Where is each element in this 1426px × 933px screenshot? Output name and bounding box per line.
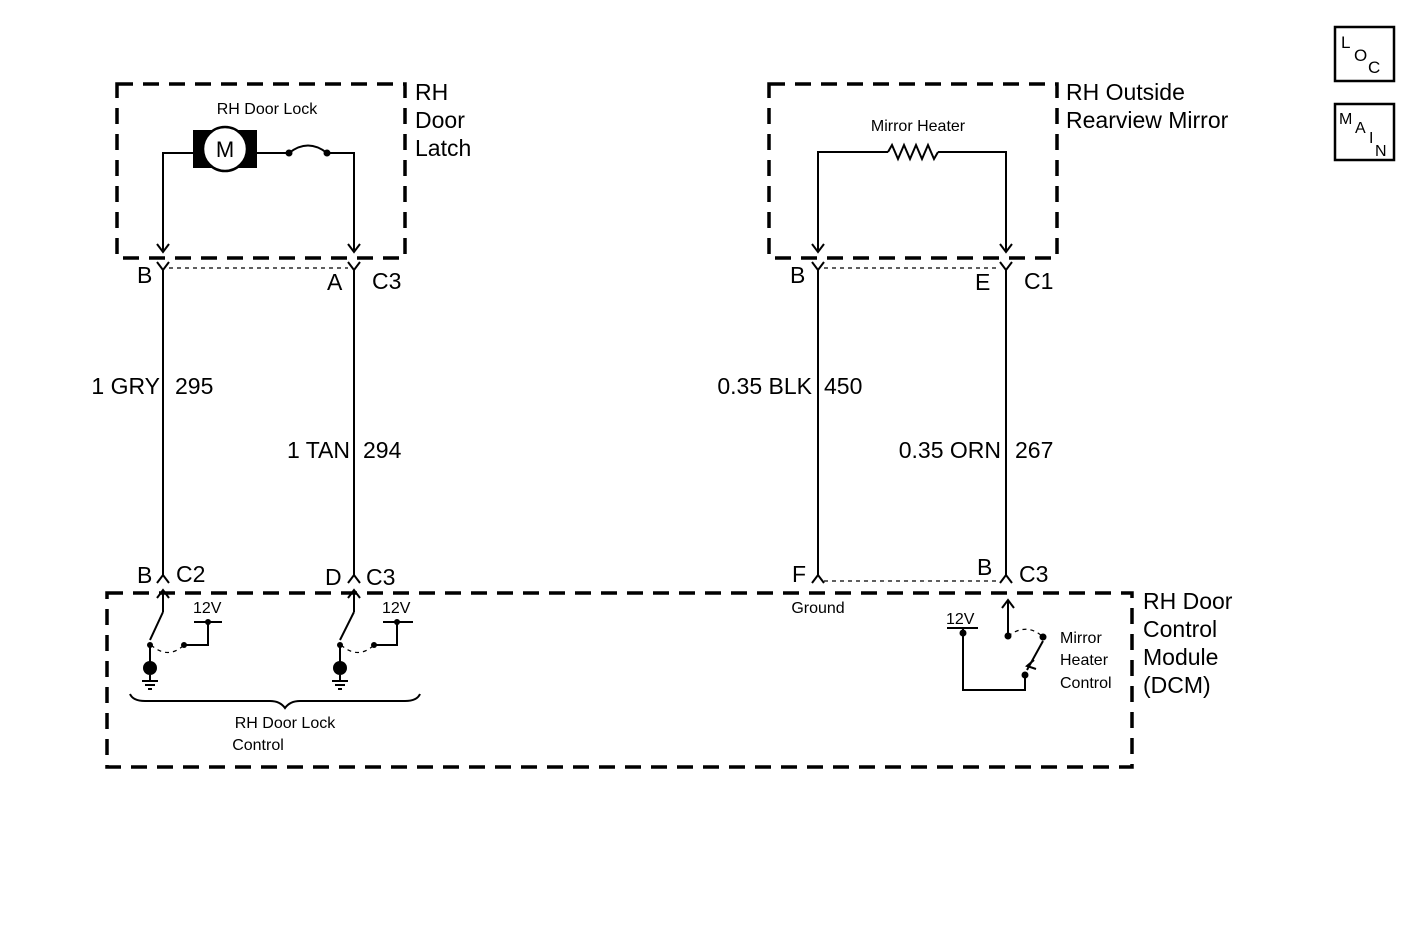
resistor-icon xyxy=(887,142,939,162)
lock-control-label-line2: Control xyxy=(232,737,284,754)
main-view-icon[interactable]: M A I N xyxy=(1333,102,1396,162)
wire-295: 1 GRY 295 xyxy=(91,270,213,576)
latch-connector: B A C3 xyxy=(137,261,401,295)
door-latch-title-line2: Door xyxy=(415,107,465,133)
circuit-breaker-icon xyxy=(285,144,331,157)
door-latch-title-line1: RH xyxy=(415,79,448,105)
ground-label: Ground xyxy=(791,600,844,617)
heater-control-label-line1: Mirror xyxy=(1060,630,1102,647)
wire-294: 1 TAN 294 xyxy=(287,270,402,576)
wire-circuit: 267 xyxy=(1015,437,1053,463)
wire-spec: 0.35 BLK xyxy=(717,373,812,399)
mirror-boundary xyxy=(767,82,1059,260)
door-latch-title-line3: Latch xyxy=(415,135,471,161)
door-latch-component: RH Door Latch RH Door Lock M xyxy=(115,79,471,260)
loc-letter-l: L xyxy=(1341,33,1350,52)
main-letter-i: I xyxy=(1369,130,1373,147)
dcm-pin-b2: B xyxy=(977,554,992,580)
location-view-icon[interactable]: L O C xyxy=(1333,25,1396,83)
latch-pin-a: A xyxy=(327,269,343,295)
wire-circuit: 295 xyxy=(175,373,213,399)
dcm-connectors: B C2 D C3 F B C3 xyxy=(137,554,1048,590)
mirror-heater-label: Mirror Heater xyxy=(871,118,966,135)
mirror-pin-e: E xyxy=(975,269,990,295)
dcm-connector-c3: C3 xyxy=(366,564,395,590)
dcm-title-line3: Module xyxy=(1143,644,1218,670)
mirror-connector-id: C1 xyxy=(1024,268,1053,294)
voltage-label: 12V xyxy=(946,611,975,628)
dcm-pin-f: F xyxy=(792,561,806,587)
dcm-pin-b: B xyxy=(137,562,152,588)
heater-control-label-line2: Heater xyxy=(1060,652,1109,669)
wire-spec: 1 GRY xyxy=(91,373,160,399)
wire-circuit: 294 xyxy=(363,437,402,463)
wire-circuit: 450 xyxy=(824,373,862,399)
door-lock-label: RH Door Lock xyxy=(217,101,318,118)
mirror-heater-control-switch: 12V Mirror Heater Control xyxy=(946,598,1112,692)
mirror-component: RH Outside Rearview Mirror Mirror Heater xyxy=(767,79,1229,260)
voltage-label: 12V xyxy=(193,600,222,617)
lock-driver-switch-1: 12V xyxy=(142,588,222,690)
loc-letter-o: O xyxy=(1354,46,1367,65)
wire-spec: 0.35 ORN xyxy=(899,437,1001,463)
dcm-connector-c2: C2 xyxy=(176,561,205,587)
main-letter-m: M xyxy=(1339,111,1352,128)
main-letter-a: A xyxy=(1355,120,1366,137)
lock-control-label-line1: RH Door Lock xyxy=(235,715,336,732)
mirror-pin-b: B xyxy=(790,262,805,288)
wire-450: 0.35 BLK 450 xyxy=(717,270,862,576)
voltage-label: 12V xyxy=(382,600,411,617)
dcm-title-line1: RH Door xyxy=(1143,588,1233,614)
heater-control-label-line3: Control xyxy=(1060,675,1112,692)
wire-267: 0.35 ORN 267 xyxy=(899,270,1053,576)
wire-spec: 1 TAN xyxy=(287,437,350,463)
dcm-title-line4: (DCM) xyxy=(1143,672,1211,698)
lock-driver-switch-2: 12V xyxy=(332,588,413,690)
mirror-title-line2: Rearview Mirror xyxy=(1066,107,1229,133)
mirror-connector: B E C1 xyxy=(790,261,1053,295)
dcm-component: RH Door Control Module (DCM) 12V xyxy=(105,588,1233,769)
dcm-pin-d: D xyxy=(325,564,342,590)
motor-label: M xyxy=(216,137,234,162)
motor-icon: M xyxy=(193,125,257,173)
door-latch-boundary xyxy=(115,82,407,260)
latch-connector-id: C3 xyxy=(372,268,401,294)
loc-letter-c: C xyxy=(1368,58,1380,77)
lock-control-bracket: RH Door Lock Control xyxy=(129,693,421,754)
mirror-title-line1: RH Outside xyxy=(1066,79,1185,105)
latch-pin-b: B xyxy=(137,262,152,288)
dcm-connector-c3-2: C3 xyxy=(1019,561,1048,587)
main-letter-n: N xyxy=(1375,143,1387,160)
dcm-title-line2: Control xyxy=(1143,616,1217,642)
